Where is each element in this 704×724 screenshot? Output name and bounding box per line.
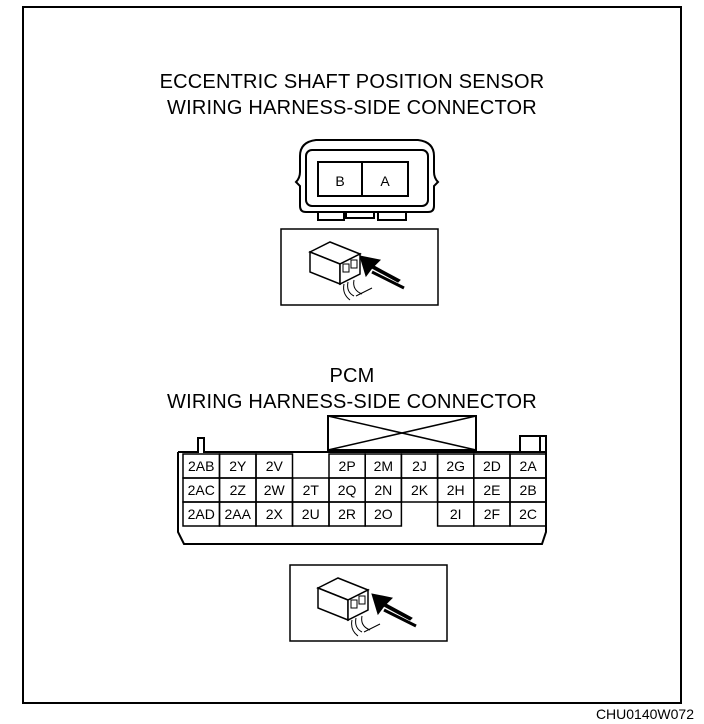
- probe-connector-icon: [308, 241, 363, 301]
- pin-label-2ad: 2AD: [188, 506, 215, 522]
- sensor-title-line1: ECCENTRIC SHAFT POSITION SENSOR: [159, 71, 545, 93]
- pin-label-2j: 2J: [412, 458, 427, 474]
- sensor-connector: [294, 139, 440, 221]
- probe-arrow-icon: [355, 255, 405, 297]
- pin-label-2n: 2N: [374, 482, 392, 498]
- pcm-title-line1: PCM: [329, 365, 375, 387]
- pin-label-2w: 2W: [264, 482, 286, 498]
- sensor-probe-view: [280, 228, 439, 306]
- pcm-connector: [177, 415, 547, 545]
- pin-label-2h: 2H: [447, 482, 465, 498]
- pin-label-2b: 2B: [520, 482, 537, 498]
- pin-label-2z: 2Z: [230, 482, 247, 498]
- pin-label-2y: 2Y: [229, 458, 247, 474]
- pin-label-2g: 2G: [446, 458, 465, 474]
- pin-label-2p: 2P: [339, 458, 356, 474]
- pin-cell: [509, 501, 547, 527]
- pin-label-2aa: 2AA: [225, 506, 252, 522]
- pin-label-2i: 2I: [450, 506, 462, 522]
- figure-code: CHU0140W072: [595, 706, 694, 722]
- pin-label-2ab: 2AB: [188, 458, 214, 474]
- pcm-title-line2: WIRING HARNESS-SIDE CONNECTOR: [167, 391, 537, 413]
- sensor-title-line2: WIRING HARNESS-SIDE CONNECTOR: [167, 97, 537, 119]
- sensor-terminal-b: B: [335, 173, 344, 189]
- pin-label-2r: 2R: [338, 506, 356, 522]
- pin-label-2u: 2U: [302, 506, 320, 522]
- sensor-terminal-a: A: [380, 173, 390, 189]
- probe-arrow-icon: [363, 593, 417, 633]
- pin-label-2e: 2E: [483, 482, 500, 498]
- pin-label-2d: 2D: [483, 458, 501, 474]
- pin-label-2v: 2V: [266, 458, 284, 474]
- pin-label-2a: 2A: [520, 458, 538, 474]
- pin-label-2m: 2M: [374, 458, 393, 474]
- pin-label-2c: 2C: [519, 506, 537, 522]
- pin-label-2q: 2Q: [338, 482, 357, 498]
- pin-cell: [364, 501, 403, 527]
- pin-label-2ac: 2AC: [188, 482, 215, 498]
- pin-label-2o: 2O: [374, 506, 393, 522]
- pin-label-2t: 2T: [303, 482, 320, 498]
- pin-label-2k: 2K: [411, 482, 429, 498]
- pin-label-2x: 2X: [266, 506, 284, 522]
- probe-connector-icon: [316, 577, 371, 637]
- pin-label-2f: 2F: [484, 506, 500, 522]
- pcm-probe-view: [289, 564, 448, 642]
- figure-frame: [22, 6, 682, 704]
- pcm-pin-grid: 2AB 2Y 2V 2AC 2Z 2W 2T 2AD 2AA 2X 2U 2P 2M 2J 2G 2D 2A 2Q…: [182, 453, 547, 527]
